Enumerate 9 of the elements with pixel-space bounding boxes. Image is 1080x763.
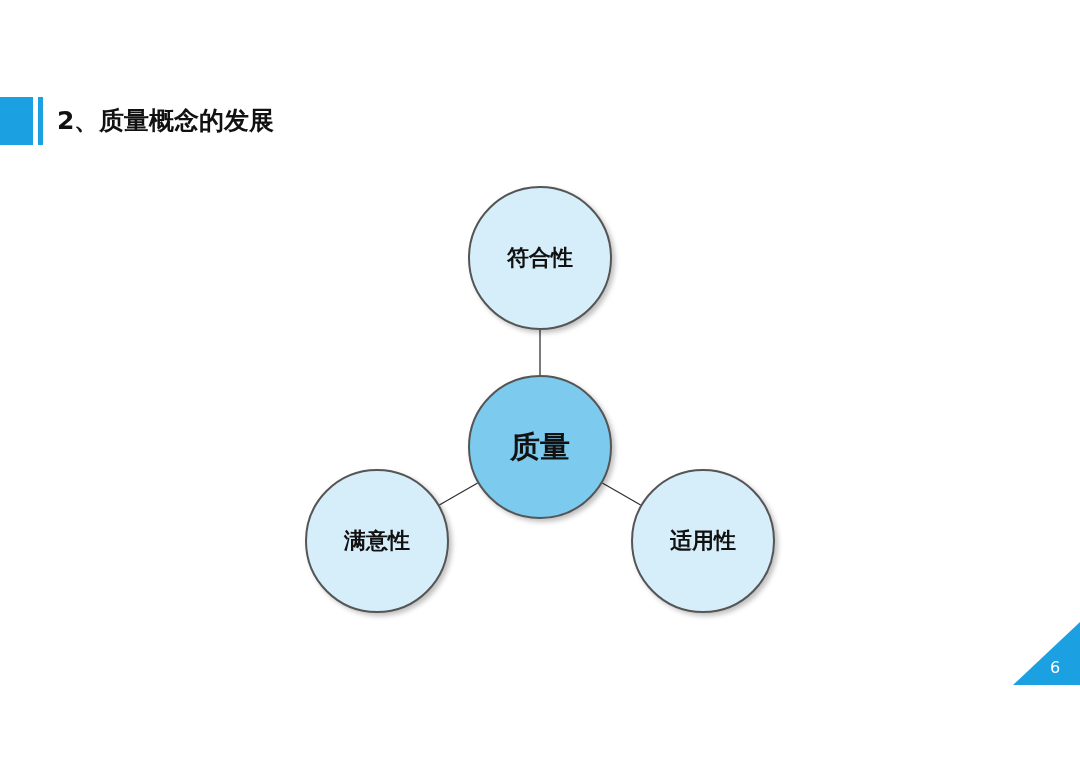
circle-label: 符合性 <box>507 244 573 272</box>
connector-line <box>601 482 642 506</box>
title: 2、质量概念的发展 <box>57 106 275 136</box>
circle-label: 适用性 <box>670 527 736 555</box>
connector-line <box>438 482 479 506</box>
connector-line <box>539 329 541 376</box>
circle-label: 质量 <box>510 427 570 466</box>
page-number: 6 <box>1050 658 1061 678</box>
circle-label: 满意性 <box>344 527 410 555</box>
